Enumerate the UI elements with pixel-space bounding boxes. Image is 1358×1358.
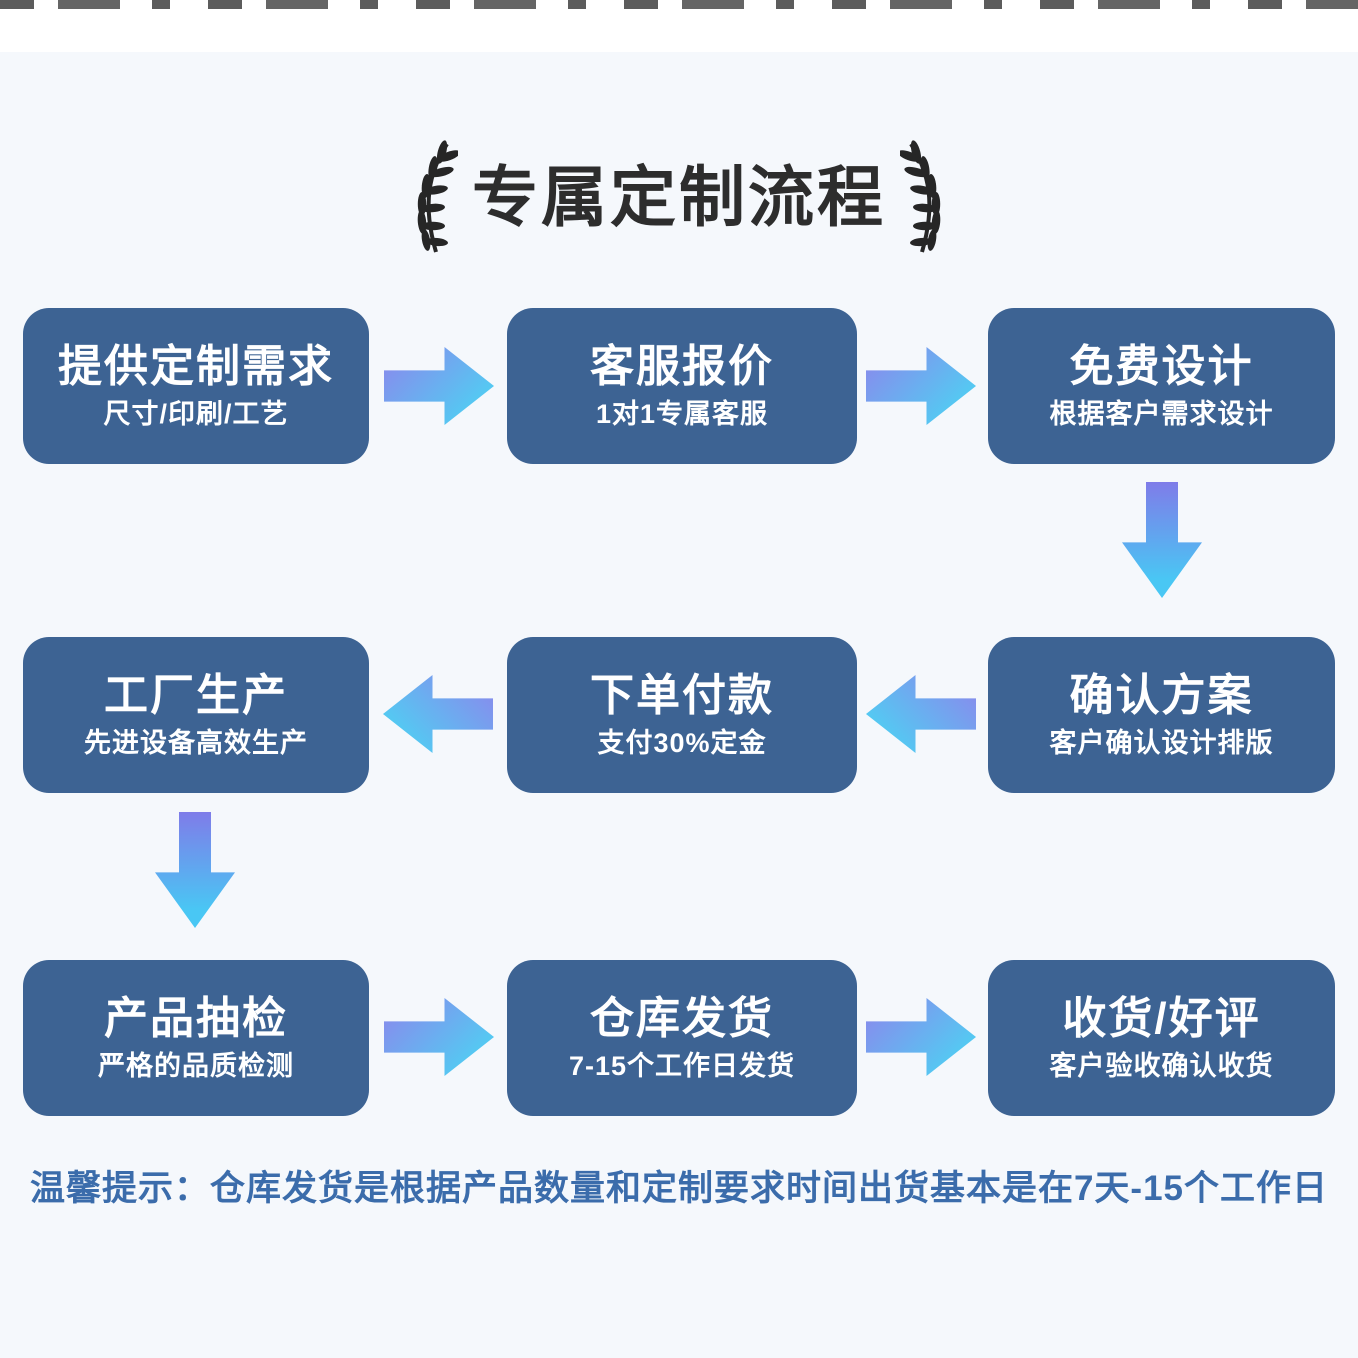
top-white-band <box>0 0 1358 52</box>
step-title: 收货/好评 <box>1062 993 1261 1043</box>
step-box-warehouse-shipping: 仓库发货 7-15个工作日发货 <box>507 960 857 1116</box>
step-subtitle: 支付30%定金 <box>597 727 767 758</box>
arrow-down-icon <box>1122 482 1202 598</box>
step-box-product-inspection: 产品抽检 严格的品质检测 <box>23 960 369 1116</box>
cropped-text-fragments <box>0 0 1358 9</box>
step-subtitle: 先进设备高效生产 <box>84 727 308 758</box>
step-title: 免费设计 <box>1069 341 1254 391</box>
laurel-branch-left-icon <box>417 140 458 253</box>
step-box-factory-production: 工厂生产 先进设备高效生产 <box>23 637 369 793</box>
step-subtitle: 客户确认设计排版 <box>1049 727 1274 758</box>
title-row: 专属定制流程 <box>0 138 1358 256</box>
arrow-down-icon <box>155 812 235 928</box>
step-box-place-order-payment: 下单付款 支付30%定金 <box>507 637 857 793</box>
arrow-left-icon <box>383 675 493 753</box>
arrow-right-icon <box>384 998 494 1076</box>
step-subtitle: 根据客户需求设计 <box>1049 398 1274 429</box>
step-title: 产品抽检 <box>104 993 288 1043</box>
step-box-receive-review: 收货/好评 客户验收确认收货 <box>988 960 1335 1116</box>
step-subtitle: 1对1专属客服 <box>595 398 769 429</box>
arrow-right-icon <box>384 347 494 425</box>
step-title: 确认方案 <box>1069 670 1254 720</box>
step-subtitle: 严格的品质检测 <box>98 1050 294 1081</box>
step-subtitle: 尺寸/印刷/工艺 <box>103 398 289 429</box>
step-title: 提供定制需求 <box>58 341 334 391</box>
step-box-confirm-plan: 确认方案 客户确认设计排版 <box>988 637 1335 793</box>
arrow-right-icon <box>866 998 976 1076</box>
laurel-branch-right-icon <box>900 140 941 253</box>
step-title: 下单付款 <box>590 670 774 720</box>
reminder-note: 温馨提示：仓库发货是根据产品数量和定制要求时间出货基本是在7天-15个工作日 <box>29 1169 1329 1208</box>
step-title: 工厂生产 <box>104 670 288 720</box>
step-title: 客服报价 <box>590 341 774 391</box>
step-subtitle: 7-15个工作日发货 <box>568 1050 796 1081</box>
step-box-free-design: 免费设计 根据客户需求设计 <box>988 308 1335 464</box>
step-box-provide-requirements: 提供定制需求 尺寸/印刷/工艺 <box>23 308 369 464</box>
arrow-right-icon <box>866 347 976 425</box>
arrow-left-icon <box>866 675 976 753</box>
step-title: 仓库发货 <box>590 993 774 1043</box>
step-box-customer-service-quote: 客服报价 1对1专属客服 <box>507 308 857 464</box>
page-title: 专属定制流程 <box>472 160 886 234</box>
step-subtitle: 客户验收确认收货 <box>1049 1050 1274 1081</box>
